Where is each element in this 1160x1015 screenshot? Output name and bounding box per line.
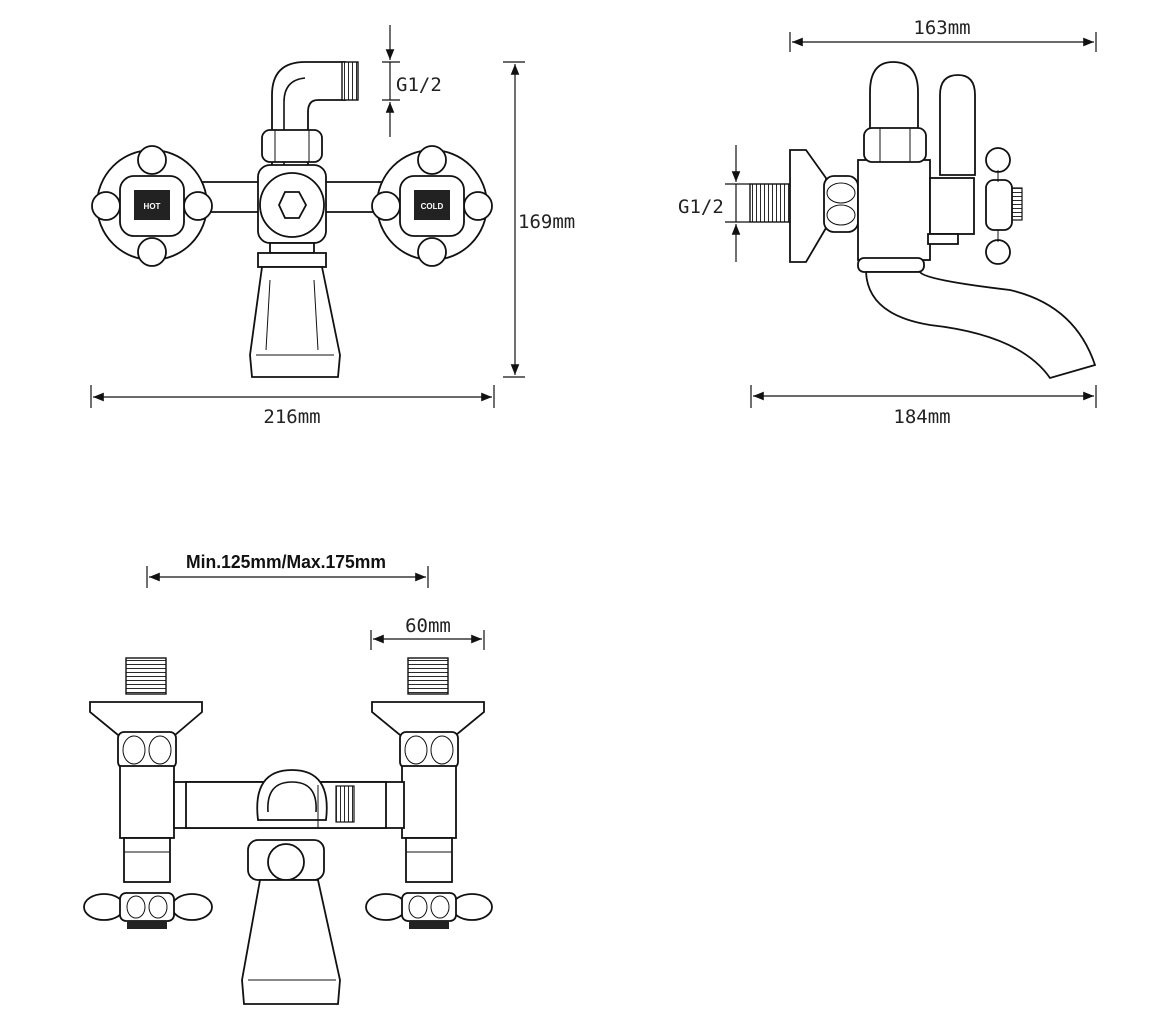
bottom-range-dimension: Min.125mm/Max.175mm — [146, 552, 429, 588]
bottom-inlet-dimension: 60mm — [370, 615, 485, 650]
side-depth-label: 163mm — [913, 17, 970, 39]
front-height-label: 169mm — [518, 211, 575, 233]
side-view — [749, 61, 1097, 380]
front-width-dimension: 216mm — [90, 385, 495, 428]
side-spout-label: 184mm — [893, 406, 950, 428]
front-view: HOT COLD — [91, 61, 493, 378]
hot-label: HOT — [144, 202, 161, 211]
hot-handle: HOT — [91, 145, 213, 267]
bottom-left-handle — [83, 892, 213, 929]
bottom-inlet-label: 60mm — [405, 615, 451, 637]
side-handle — [985, 147, 1013, 265]
side-thread-label: G1/2 — [678, 196, 724, 218]
front-width-label: 216mm — [263, 406, 320, 428]
side-thread-dimension: G1/2 — [678, 145, 750, 262]
front-height-dimension: 169mm — [503, 61, 575, 378]
bottom-right-handle — [365, 892, 493, 929]
front-thread-label: G1/2 — [396, 74, 442, 96]
side-spout-dimension: 184mm — [750, 385, 1097, 428]
bottom-range-label: Min.125mm/Max.175mm — [186, 552, 386, 572]
bottom-view — [83, 657, 493, 1005]
front-thread-dimension: G1/2 — [382, 25, 442, 137]
side-depth-dimension: 163mm — [789, 17, 1097, 52]
cold-handle: COLD — [371, 145, 493, 267]
cold-label: COLD — [421, 202, 444, 211]
